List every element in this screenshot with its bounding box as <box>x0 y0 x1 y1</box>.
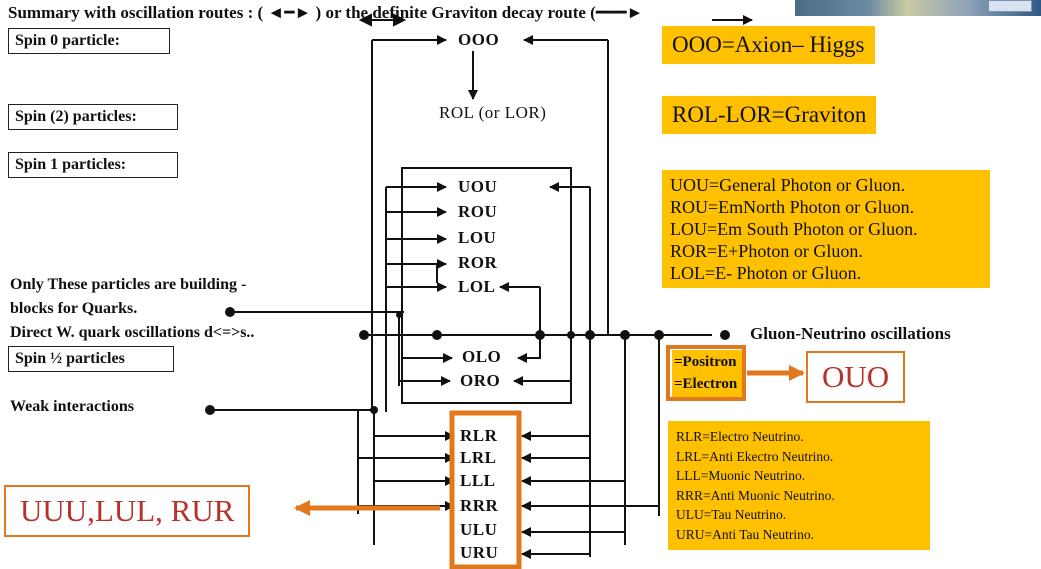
legend-neutrino-line: LRL=Anti Ekectro Neutrino. <box>676 448 834 464</box>
node-lou: LOU <box>458 228 497 247</box>
legend-neutrino-line: RRR=Anti Muonic Neutrino. <box>676 487 835 503</box>
node-lol: LOL <box>458 277 496 296</box>
legend-ooo: OOO=Axion– Higgs <box>662 26 875 64</box>
legend-neutrinos: RLR=Electro Neutrino. LRL=Anti Ekectro N… <box>668 421 930 550</box>
node-rrr: RRR <box>460 496 499 515</box>
spin1-label: Spin 1 particles: <box>8 152 178 178</box>
junction-dot <box>396 312 402 318</box>
spin2-label: Spin (2) particles: <box>8 104 178 130</box>
junction-dot <box>432 330 442 340</box>
outcome-quarks: UUU,LUL, RUR <box>4 485 251 537</box>
outcome-ouo: OUO <box>806 351 906 403</box>
legend-neutrino-line: RLR=Electro Neutrino. <box>676 429 804 444</box>
junction-dot <box>620 330 630 340</box>
summary-header: Summary with oscillation routes : ( ◄━► … <box>8 3 644 22</box>
node-oro: ORO <box>460 371 501 390</box>
legend-leptons: =Positron =Electron <box>672 350 742 397</box>
legend-neutrino-line: URU=Anti Tau Neutrino. <box>676 526 815 542</box>
junction-dot <box>654 330 664 340</box>
legend-neutrino-line: LLL=Muonic Neutrino. <box>676 468 806 483</box>
node-rol: ROL (or LOR) <box>439 103 547 122</box>
spin-half-label: Spin ½ particles <box>8 346 174 372</box>
node-ulu: ULU <box>460 520 498 539</box>
junction-dot <box>370 406 378 414</box>
legend-photon-line: ROU=EmNorth Photon or Gluon. <box>670 197 915 217</box>
node-rou: ROU <box>458 202 498 221</box>
junction-dot <box>535 330 545 340</box>
photo-card <box>988 0 1032 12</box>
legend-photons: UOU=General Photon or Gluon. ROU=EmNorth… <box>662 170 990 288</box>
spin1-box <box>401 167 572 404</box>
junction-dot <box>205 405 215 415</box>
junction-dot <box>720 330 730 340</box>
neutrino-highlight-frame <box>449 410 522 569</box>
node-olo: OLO <box>462 347 502 366</box>
building-blocks-note-line2: blocks for Quarks. <box>10 300 138 317</box>
junction-dot <box>585 330 595 340</box>
legend-photon-line: ROR=E+Photon or Gluon. <box>670 241 863 261</box>
node-uru: URU <box>460 543 499 562</box>
node-lll: LLL <box>460 471 496 490</box>
spin0-label: Spin 0 particle: <box>8 28 170 54</box>
junction-dot <box>225 307 235 317</box>
legend-photon-line: LOU=Em South Photon or Gluon. <box>670 219 918 239</box>
node-rlr: RLR <box>460 426 498 445</box>
node-ooo: OOO <box>458 30 500 49</box>
lepton-highlight-frame <box>666 345 746 401</box>
legend-photon-line: LOL=E- Photon or Gluon. <box>670 263 862 283</box>
gluon-neutrino-note: Gluon-Neutrino oscillations <box>750 324 951 343</box>
photo-fragment <box>795 0 1041 16</box>
junction-dot <box>567 331 575 339</box>
node-uou: UOU <box>458 177 498 196</box>
legend-photon-line: UOU=General Photon or Gluon. <box>670 175 906 195</box>
building-blocks-note-line1: Only These particles are building - <box>10 276 247 293</box>
weak-interactions-note: Weak interactions <box>10 398 134 415</box>
legend-neutrino-line: ULU=Tau Neutrino. <box>676 507 787 522</box>
direct-w-note: Direct W. quark oscillations d<=>s.. <box>10 324 255 341</box>
node-ror: ROR <box>458 253 498 272</box>
junction-dot <box>359 330 369 340</box>
node-lrl: LRL <box>460 448 497 467</box>
legend-rol: ROL-LOR=Graviton <box>662 96 877 134</box>
